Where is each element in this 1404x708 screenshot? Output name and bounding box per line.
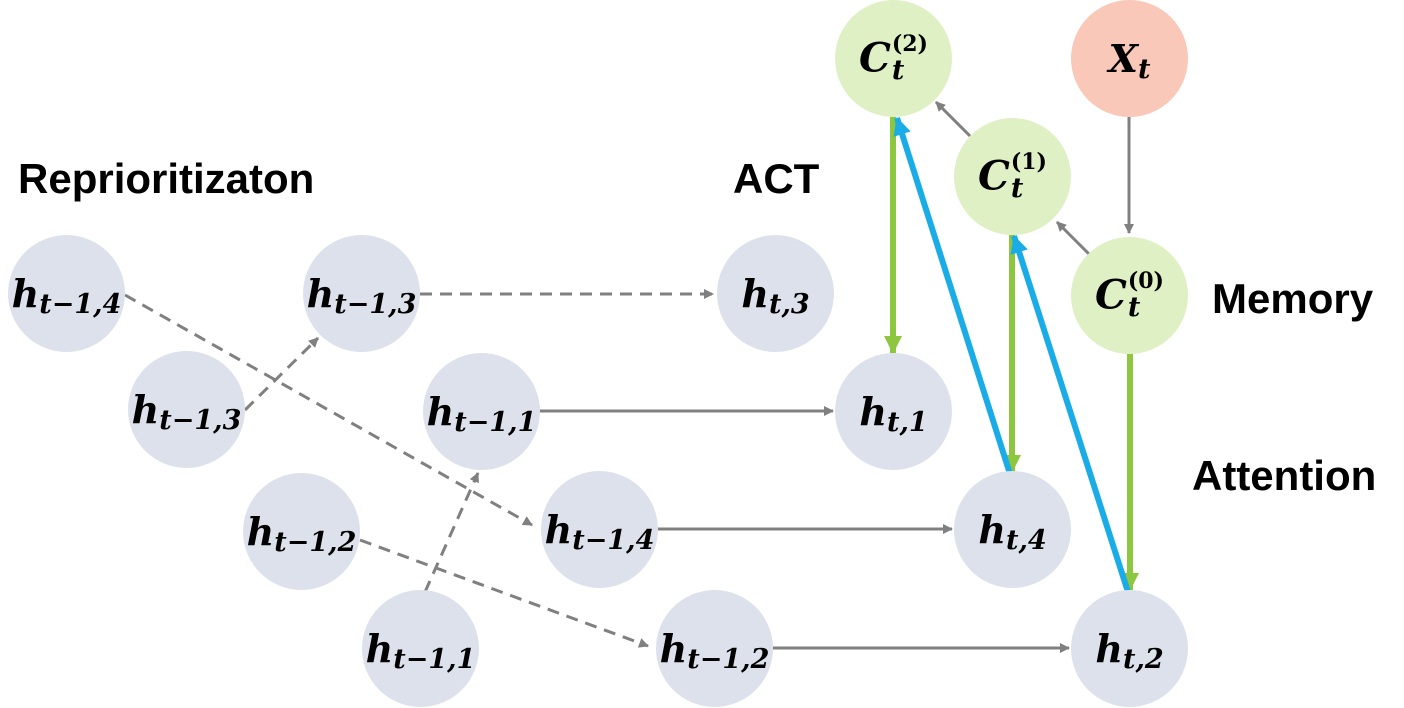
node-memory-c2: C(2)t (835, 0, 952, 117)
node-prev-h3-base: h (131, 386, 160, 432)
dashed-arrow-h2-to-mid-h2 (359, 538, 649, 648)
node-mid-h1-base: h (426, 388, 455, 434)
dashed-arrow-h4-to-mid-h4 (124, 293, 533, 527)
node-mid-h3-sub: t−1,3 (334, 288, 417, 320)
node-mid-h2-base: h (659, 625, 688, 671)
blue-arrow-cur-h4-to-c2 (893, 117, 1013, 475)
node-input-x-sub: t (1138, 53, 1151, 85)
dashed-arrow-h1-to-mid-h1 (423, 472, 480, 593)
node-mid-h1-sub: t−1,1 (454, 406, 537, 438)
node-cur-h3: ht,3 (717, 235, 834, 352)
node-memory-c0-base: C (1095, 271, 1127, 319)
node-cur-h2-base: h (1095, 625, 1123, 671)
node-prev-h2-sub: t−1,2 (274, 526, 357, 558)
memory-label: Memory (1212, 275, 1374, 322)
node-memory-c2-sub: t (891, 55, 905, 86)
act-label: ACT (733, 155, 820, 202)
node-memory-c0-sup: (0) (1127, 268, 1164, 294)
node-cur-h4: ht,4 (954, 471, 1071, 588)
node-prev-h1-base: h (365, 625, 394, 671)
node-cur-h2: ht,2 (1071, 590, 1188, 707)
node-cur-h3-base: h (741, 270, 769, 316)
node-memory-c0: C(0)t (1071, 237, 1188, 354)
node-prev-h1: ht−1,1 (362, 590, 479, 707)
node-memory-c1-base: C (978, 152, 1010, 200)
node-memory-c1: C(1)t (954, 118, 1071, 235)
node-mid-h2: ht−1,2 (656, 590, 773, 707)
node-memory-c2-base: C (859, 34, 891, 82)
node-prev-h4: ht−1,4 (8, 235, 125, 352)
node-mid-h2-sub: t−1,2 (687, 643, 770, 675)
blue-arrow-cur-h2-to-c1 (1010, 235, 1131, 593)
reprioritization-label: Reprioritizaton (18, 155, 315, 202)
node-cur-h2-sub: t,2 (1122, 643, 1164, 675)
node-mid-h4-sub: t−1,4 (572, 524, 655, 556)
node-mid-h3: ht−1,3 (303, 235, 420, 352)
node-mid-h4: ht−1,4 (541, 471, 658, 588)
node-mid-h1: ht−1,1 (423, 353, 540, 470)
arrow-c0-to-c1 (1055, 220, 1091, 256)
arrow-c1-to-c2 (934, 100, 972, 138)
node-memory-c1-sub: t (1010, 173, 1024, 204)
node-prev-h3: ht−1,3 (128, 351, 245, 468)
dashed-arrow-h3-to-mid-h3 (243, 336, 320, 412)
node-cur-h1-sub: t,1 (886, 406, 928, 438)
node-cur-h1-base: h (859, 388, 887, 434)
node-cur-h4-sub: t,4 (1005, 524, 1047, 556)
node-cur-h3-sub: t,3 (768, 288, 810, 320)
attention-label: Attention (1192, 452, 1377, 499)
node-prev-h1-sub: t−1,1 (393, 643, 476, 675)
node-prev-h4-sub: t−1,4 (39, 288, 122, 320)
node-memory-c1-sup: (1) (1010, 149, 1047, 175)
node-prev-h2: ht−1,2 (243, 473, 360, 590)
node-cur-h1: ht,1 (835, 353, 952, 470)
node-input-x: Xt (1071, 0, 1188, 117)
node-memory-c2-sup: (2) (891, 31, 928, 57)
node-mid-h3-base: h (306, 270, 335, 316)
node-memory-c0-sub: t (1127, 292, 1141, 323)
node-input-x-base: X (1108, 35, 1138, 81)
node-prev-h2-base: h (246, 508, 275, 554)
node-cur-h4-base: h (978, 506, 1006, 552)
node-prev-h4-base: h (11, 270, 40, 316)
node-mid-h4-base: h (544, 506, 573, 552)
node-prev-h3-sub: t−1,3 (159, 404, 242, 436)
